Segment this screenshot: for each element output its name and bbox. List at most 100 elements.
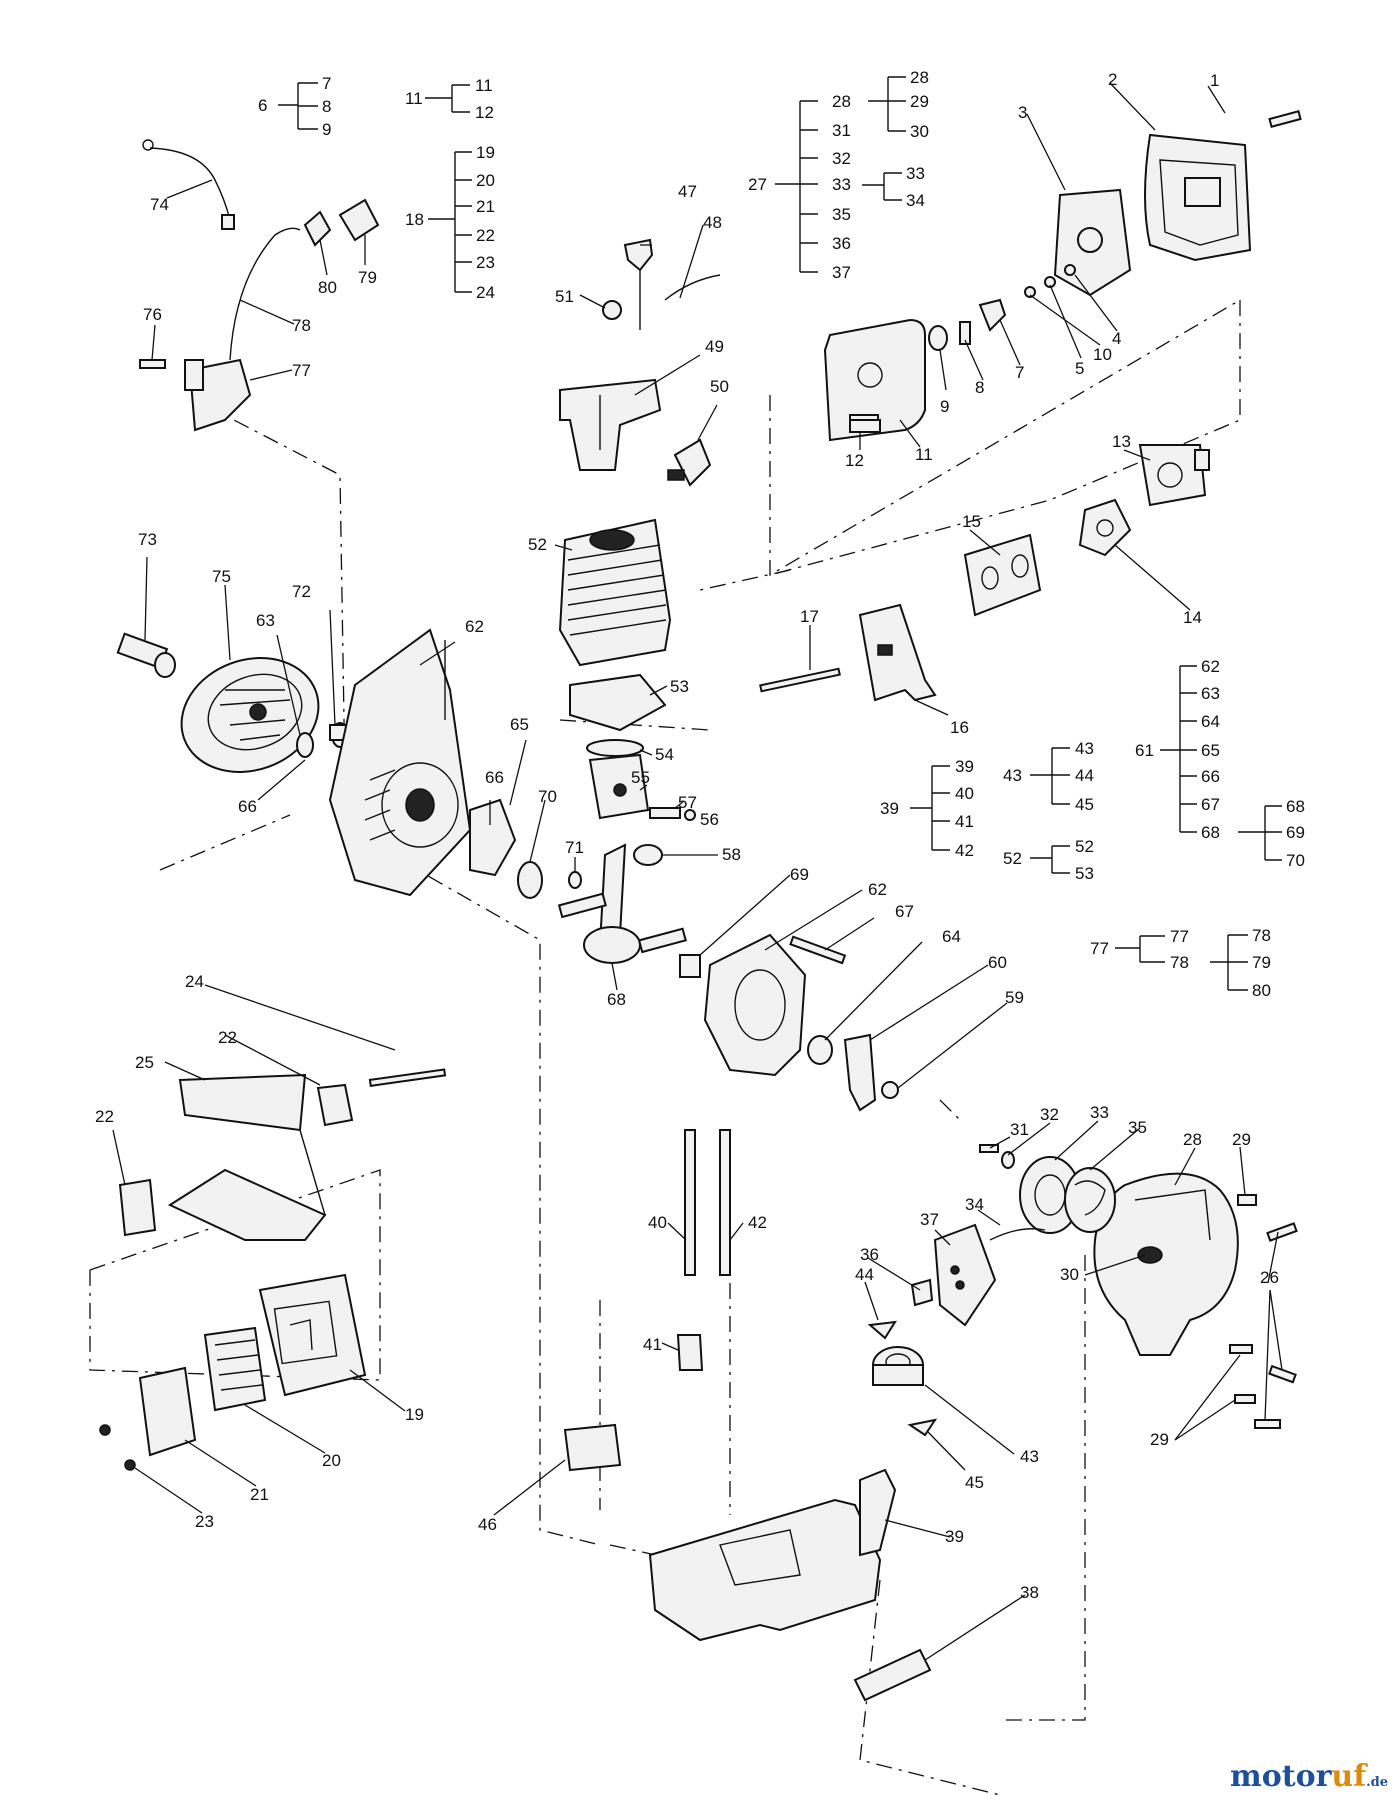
group-61-child: 63 [1201,684,1220,703]
callout-2: 2 [1108,70,1117,89]
callout-23: 23 [195,1512,214,1531]
group-52-child: 52 [1075,837,1094,856]
group-18-child: 24 [476,283,495,302]
watermark-name-b: uf [1331,1759,1367,1794]
group-18-child: 22 [476,226,495,245]
group-33-child: 34 [906,191,925,210]
group-11-child: 11 [475,76,493,95]
ground-wire-part [142,139,235,230]
callout-10: 10 [1093,345,1112,364]
group-28-child: 30 [910,122,929,141]
starter-screw-part [979,1144,999,1153]
group-68-child: 68 [1286,797,1305,816]
callout-8: 8 [975,378,984,397]
callout-68: 68 [607,990,626,1009]
group-61-child: 67 [1201,795,1220,814]
callout-35: 35 [1128,1118,1147,1137]
callout-78: 78 [292,316,311,335]
group-6-child: 8 [322,97,331,116]
muffler-bolt-part [368,1068,447,1087]
pin-rod-part [759,667,841,693]
callout-17: 17 [800,607,819,626]
muffler-nut-b-part [124,1459,136,1471]
callout-47: 47 [678,182,697,201]
callout-51: 51 [555,287,574,306]
callout-41: 41 [643,1335,662,1354]
muffler-gasket-lower-part [118,1178,157,1237]
group-11-parent: 11 [405,89,423,108]
callout-71: 71 [565,838,584,857]
callout-labels: 1 2 3 4 5 7 8 9 10 11 12 13 14 15 16 17 … [95,70,1279,1602]
group-18-child: 20 [476,171,495,190]
housing-screws-part [1229,1194,1298,1429]
callout-44: 44 [855,1265,874,1284]
assembly-bracket-lines [278,76,1282,991]
group-61-child: 66 [1201,767,1220,786]
callout-63: 63 [256,611,275,630]
tank-bracket-part [853,1648,932,1702]
group-28-child: 29 [910,92,929,111]
group-39-child: 41 [955,812,974,831]
group-78-child: 80 [1252,981,1271,1000]
ignition-module-part [184,198,380,432]
leader-lines [112,82,1283,1661]
drive-bracket-part [843,1033,877,1112]
callout-74: 74 [150,195,169,214]
group-18-child: 21 [476,197,495,216]
group-68-child: 70 [1286,851,1305,870]
muffler-nut-a-part [99,1424,111,1436]
carburetor-adapter-part [963,533,1042,617]
callout-46: 46 [478,1515,497,1534]
callout-34: 34 [965,1195,984,1214]
callout-1: 1 [1210,71,1219,90]
carburetor-part [1138,444,1210,507]
group-6-child: 9 [322,120,331,139]
group-39-child: 42 [955,841,974,860]
fuel-cap-retainer-part [867,1320,897,1340]
oil-seal-part [807,1035,833,1065]
callout-65: 65 [510,715,529,734]
callout-66a: 66 [238,797,257,816]
callout-16: 16 [950,718,969,737]
callout-39: 39 [945,1527,964,1546]
callout-15: 15 [962,512,981,531]
callout-22b: 22 [95,1107,114,1126]
callout-22a: 22 [218,1028,237,1047]
callout-70: 70 [538,787,557,806]
callout-11: 11 [915,445,933,464]
callout-24: 24 [185,972,204,991]
callout-14: 14 [1183,608,1202,627]
group-18-child: 19 [476,143,495,162]
group-39-child: 40 [955,784,974,803]
group-11-child: 12 [475,103,494,122]
callout-21: 21 [250,1485,269,1504]
callout-56: 56 [700,810,719,829]
module-screw-part [139,359,166,369]
callout-72: 72 [292,582,311,601]
heat-shield-plate-part [858,603,937,702]
group-27-child: 31 [832,121,851,140]
air-filter-cover-part [1144,133,1252,262]
main-bearing-part [517,861,543,899]
group-61-child: 68 [1201,823,1220,842]
group-33-child: 33 [906,164,925,183]
group-43-parent: 43 [1003,766,1022,785]
callout-77: 77 [292,361,311,380]
cylinder-part [558,518,672,667]
callout-7: 7 [1015,363,1024,382]
group-61-child: 65 [1201,741,1220,760]
group-43-child: 45 [1075,795,1094,814]
piston-part [588,753,650,820]
fuel-lines-part [676,1129,731,1371]
fuel-cap-gasket-part [907,1418,938,1437]
starter-washer-part [1001,1151,1015,1169]
carburetor-gasket-part [1078,498,1132,557]
callout-59: 59 [1005,988,1024,1007]
wrist-pin-part [649,807,696,821]
callout-20: 20 [322,1451,341,1470]
parts-illustrations [99,110,1302,1702]
callout-53: 53 [670,677,689,696]
callout-62b: 62 [868,880,887,899]
group-27-child: 33 [832,175,851,194]
callout-26: 26 [1260,1268,1279,1287]
